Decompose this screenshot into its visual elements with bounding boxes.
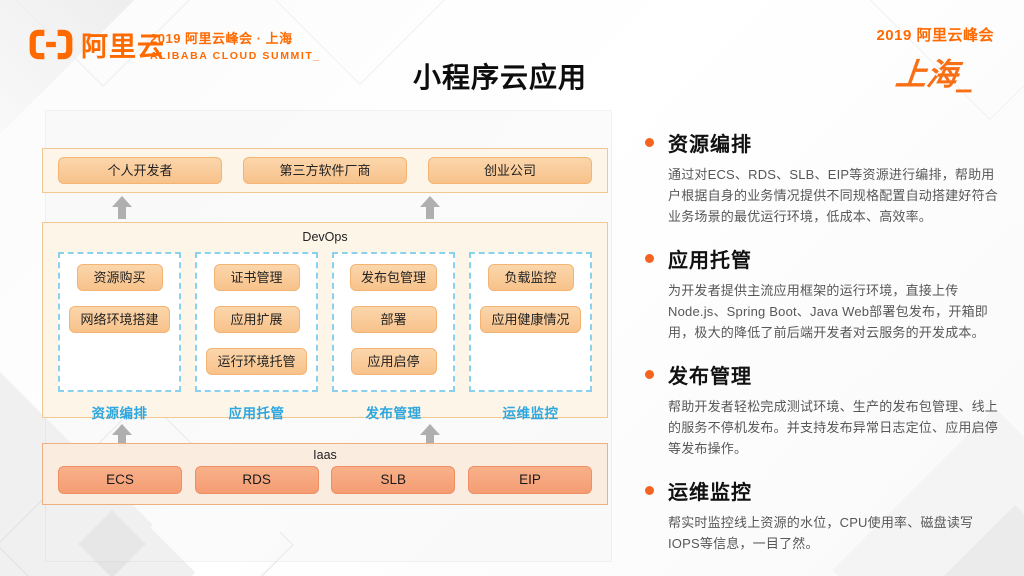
capability-chip: 网络环境搭建 xyxy=(69,306,170,333)
up-arrow-icon xyxy=(420,424,440,447)
iaas-box: Iaas ECS RDS SLB EIP xyxy=(42,443,608,505)
users-box: 个人开发者 第三方软件厂商 创业公司 xyxy=(42,148,608,193)
bullet-dot-icon xyxy=(645,254,654,263)
feature-title: 资源编排 xyxy=(668,134,752,156)
capability-chip: 应用扩展 xyxy=(213,306,300,333)
feature-item-resource-orchestration: 资源编排 通过对ECS、RDS、SLB、EIP等资源进行编排，帮助用户根据自身的… xyxy=(645,128,1003,227)
up-arrow-icon xyxy=(112,424,132,447)
event-badge-right: 2019 阿里云峰会 上海_ xyxy=(876,24,994,94)
alibaba-cloud-logo: 阿里云 xyxy=(28,25,165,64)
feature-head: 运维监控 xyxy=(645,476,1003,505)
bullet-dot-icon xyxy=(645,138,654,147)
dashed-panel: 证书管理 应用扩展 运行环境托管 xyxy=(195,252,318,392)
iaas-chip-eip: EIP xyxy=(467,466,592,494)
devops-column-app-hosting: 证书管理 应用扩展 运行环境托管 应用托管 xyxy=(195,252,318,422)
event-title-block: 2019 阿里云峰会 · 上海 ALIBABA CLOUD SUMMIT_ xyxy=(150,28,321,62)
dashed-panel: 负载监控 应用健康情况 xyxy=(469,252,592,392)
iaas-chip-rds: RDS xyxy=(194,466,319,494)
feature-title: 运维监控 xyxy=(668,482,752,504)
feature-body: 通过对ECS、RDS、SLB、EIP等资源进行编排，帮助用户根据自身的业务情况提… xyxy=(668,167,999,224)
feature-head: 应用托管 xyxy=(645,244,1003,273)
capability-chip: 部署 xyxy=(350,306,437,333)
capability-chip: 运行环境托管 xyxy=(206,348,307,375)
alibaba-cloud-logo-icon xyxy=(29,29,73,60)
up-arrow-icon xyxy=(112,196,132,219)
column-label: 发布管理 xyxy=(365,406,422,421)
devops-column-release-management: 发布包管理 部署 应用启停 发布管理 xyxy=(332,252,455,422)
user-chip-third-party-vendor: 第三方软件厂商 xyxy=(243,157,407,184)
bullet-dot-icon xyxy=(645,486,654,495)
capability-chip: 发布包管理 xyxy=(349,264,437,291)
devops-column-ops-monitoring: 负载监控 应用健康情况 运维监控 xyxy=(469,252,592,422)
event-title: 2019 阿里云峰会 · 上海 xyxy=(150,31,293,46)
capability-chip: 证书管理 xyxy=(213,264,300,291)
page-title: 小程序云应用 xyxy=(412,62,587,93)
feature-head: 发布管理 xyxy=(645,360,1003,389)
iaas-chip-ecs: ECS xyxy=(58,466,182,494)
feature-item-app-hosting: 应用托管 为开发者提供主流应用框架的运行环境，直接上传Node.js、Sprin… xyxy=(645,244,1003,343)
devops-column-resource-orchestration: 资源购买 网络环境搭建 资源编排 xyxy=(58,252,181,422)
column-label: 应用托管 xyxy=(228,406,285,421)
devops-label: DevOps xyxy=(302,230,348,244)
feature-head: 资源编排 xyxy=(645,128,1003,157)
column-label: 运维监控 xyxy=(502,406,559,421)
capability-chip: 应用启停 xyxy=(350,348,437,375)
capability-chip: 资源购买 xyxy=(76,264,163,291)
iaas-services: ECS RDS SLB EIP xyxy=(43,462,607,494)
up-arrow-icon xyxy=(420,196,440,219)
column-label: 资源编排 xyxy=(91,406,148,421)
devops-box: DevOps 资源购买 网络环境搭建 资源编排 证书管理 应用扩展 运行环境托管… xyxy=(42,222,608,421)
event-subtitle: ALIBABA CLOUD SUMMIT_ xyxy=(150,50,321,62)
user-chip-startup: 创业公司 xyxy=(428,157,592,184)
feature-body: 帮助开发者轻松完成测试环境、生产的发布包管理、线上的服务不停机发布。并支持发布异… xyxy=(668,399,999,456)
feature-item-ops-monitoring: 运维监控 帮实时监控线上资源的水位，CPU使用率、磁盘读写IOPS等信息，一目了… xyxy=(645,476,1003,554)
capability-chip: 负载监控 xyxy=(487,264,574,291)
user-chip-individual-developer: 个人开发者 xyxy=(58,157,222,184)
feature-list: 资源编排 通过对ECS、RDS、SLB、EIP等资源进行编排，帮助用户根据自身的… xyxy=(645,128,1003,571)
logo-text: 阿里云 xyxy=(81,32,165,62)
iaas-label: Iaas xyxy=(313,448,337,462)
bullet-dot-icon xyxy=(645,370,654,379)
feature-item-release-management: 发布管理 帮助开发者轻松完成测试环境、生产的发布包管理、线上的服务不停机发布。并… xyxy=(645,360,1003,459)
capability-chip: 应用健康情况 xyxy=(480,306,581,333)
feature-body: 帮实时监控线上资源的水位，CPU使用率、磁盘读写IOPS等信息，一目了然。 xyxy=(668,515,974,551)
dashed-panel: 资源购买 网络环境搭建 xyxy=(58,252,181,392)
devops-columns: 资源购买 网络环境搭建 资源编排 证书管理 应用扩展 运行环境托管 应用托管 发… xyxy=(43,244,607,422)
feature-title: 应用托管 xyxy=(668,250,752,272)
feature-body: 为开发者提供主流应用框架的运行环境，直接上传Node.js、Spring Boo… xyxy=(668,283,988,340)
dashed-panel: 发布包管理 部署 应用启停 xyxy=(332,252,455,392)
event-title-right: 2019 阿里云峰会 xyxy=(876,27,994,44)
feature-title: 发布管理 xyxy=(668,366,752,388)
iaas-chip-slb: SLB xyxy=(331,466,456,494)
